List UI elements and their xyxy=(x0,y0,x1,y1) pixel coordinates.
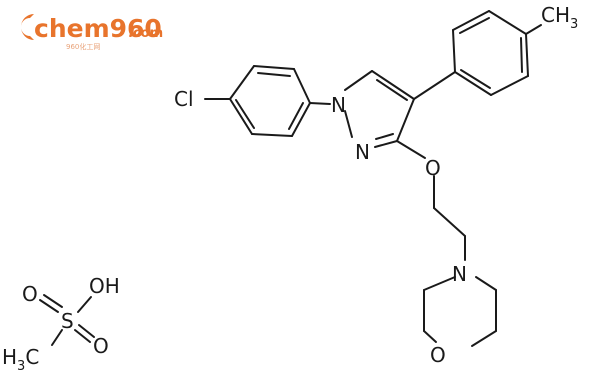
atom-acid-ch3: H3C xyxy=(2,345,39,374)
acid-bonds xyxy=(39,294,95,346)
atom-n2: N xyxy=(355,140,370,164)
atom-cl: Cl xyxy=(174,87,194,111)
logo-c-mark xyxy=(21,14,34,40)
linker-bonds xyxy=(396,140,466,261)
atom-acid-oh: OH xyxy=(89,274,120,298)
morpholine-bonds xyxy=(423,276,497,347)
chlorophenyl-bonds xyxy=(204,65,331,137)
atom-acid-o-top: O xyxy=(22,282,38,306)
atom-o-ether: O xyxy=(425,156,441,180)
pyrazole-bonds xyxy=(344,70,415,148)
atom-acid-s: S xyxy=(61,309,74,333)
logo-tagline: 960化工网 xyxy=(66,42,100,51)
atom-n-morpholine: N xyxy=(452,262,467,286)
chem960-logo: chem960 .com 960化工网 xyxy=(21,14,163,51)
atom-o-morpholine: O xyxy=(430,343,446,367)
logo-domain-text: .com xyxy=(128,26,163,41)
atom-n1: N xyxy=(331,93,346,117)
tolyl-bonds xyxy=(413,10,542,100)
atom-acid-o-right: O xyxy=(93,334,109,358)
logo-brand-text: chem960 xyxy=(34,14,162,43)
atom-ch3: CH3 xyxy=(541,3,578,32)
